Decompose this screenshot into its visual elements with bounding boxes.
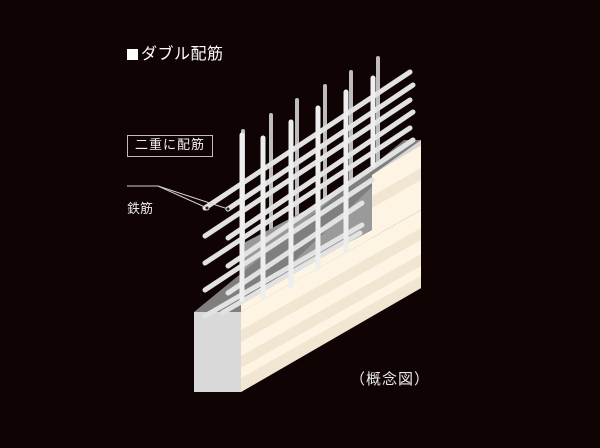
rebar-label: 鉄筋 xyxy=(127,202,154,217)
double-reinforcement-callout: 二重に配筋 xyxy=(127,135,213,157)
wall-front-face xyxy=(194,312,241,392)
conceptual-diagram-note: （概念図） xyxy=(350,370,431,388)
diagram-title-text: ダブル配筋 xyxy=(141,44,224,63)
wall-side-face xyxy=(241,145,421,392)
rebar-pointer-dot xyxy=(204,205,210,211)
diagram-title: ダブル配筋 xyxy=(127,40,224,64)
rebar-leader-lines xyxy=(127,185,229,210)
square-bullet-icon xyxy=(127,49,138,60)
rebar-pointer-dot xyxy=(225,206,231,212)
vertical-rebars xyxy=(239,75,376,303)
